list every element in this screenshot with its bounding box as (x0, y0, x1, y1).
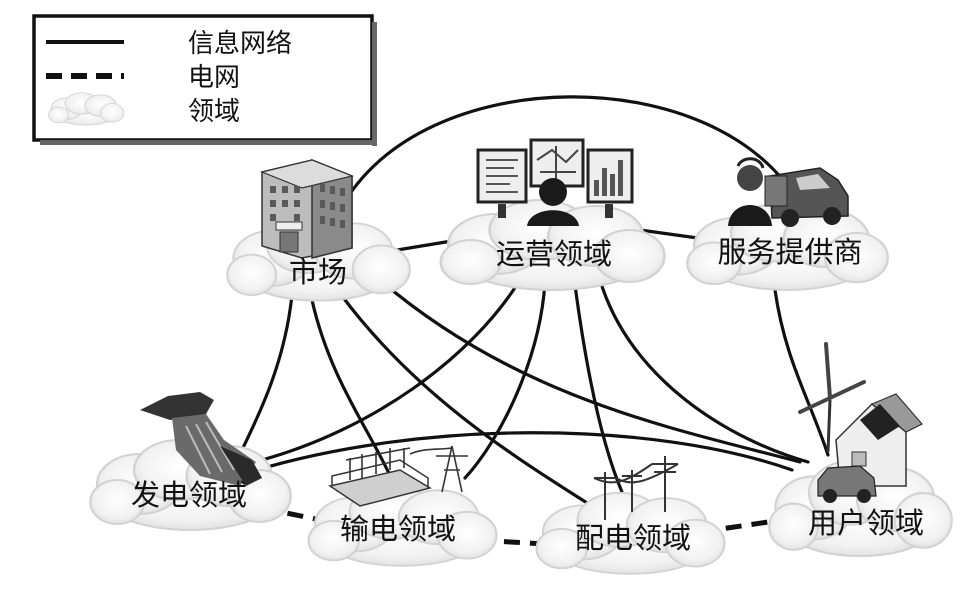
transmission-label: 输电领域 (340, 512, 456, 546)
customer-label: 用户领域 (808, 506, 924, 540)
info-line-market-distribution (340, 294, 597, 510)
info-line-market-transmission (310, 298, 394, 482)
legend: 信息网络 电网 领域 (32, 14, 377, 146)
domain-transmission: 输电领域 (307, 445, 498, 567)
transmission-substation-icon (328, 445, 468, 507)
market-label: 市场 (289, 255, 347, 289)
service-provider-person-vehicles-icon (728, 157, 849, 227)
info-line-operations-customer (598, 278, 810, 464)
info-line-market-customer (378, 278, 802, 464)
operations-label: 运营领域 (496, 237, 612, 271)
info-line-market-generation (234, 293, 294, 464)
power-plant-icon (140, 392, 262, 486)
legend-frame-shadow (372, 22, 377, 146)
market-building-icon (260, 158, 354, 259)
domain-operations: 运营领域 (439, 138, 666, 292)
info-line-service-customer (773, 288, 830, 457)
domain-service-provider: 服务提供商 (686, 157, 889, 292)
domain-customer: 用户领域 (768, 342, 953, 558)
generation-label: 发电领域 (131, 478, 247, 512)
control-room-monitors-icon (476, 138, 634, 226)
service-provider-label: 服务提供商 (717, 235, 862, 269)
info-line-operations-transmission (463, 280, 547, 480)
house-solar-wind-car-icon (798, 342, 923, 503)
info-line-generation-customer (248, 431, 794, 474)
information-network-lines (234, 95, 830, 510)
legend-frame-shadow-bottom (40, 140, 377, 145)
legend-power-grid-label: 电网 (188, 63, 240, 93)
distribution-label: 配电领域 (575, 521, 691, 555)
distribution-poles-icon (593, 456, 679, 520)
legend-info-network-label: 信息网络 (188, 29, 292, 59)
legend-domain-label: 领域 (188, 97, 240, 127)
domain-distribution: 配电领域 (535, 456, 726, 575)
info-line-market-service (338, 95, 802, 212)
info-line-operations-generation (260, 278, 522, 462)
info-line-operations-distribution (573, 283, 624, 494)
domain-generation: 发电领域 (89, 392, 292, 532)
domain-market: 市场 (226, 158, 411, 302)
